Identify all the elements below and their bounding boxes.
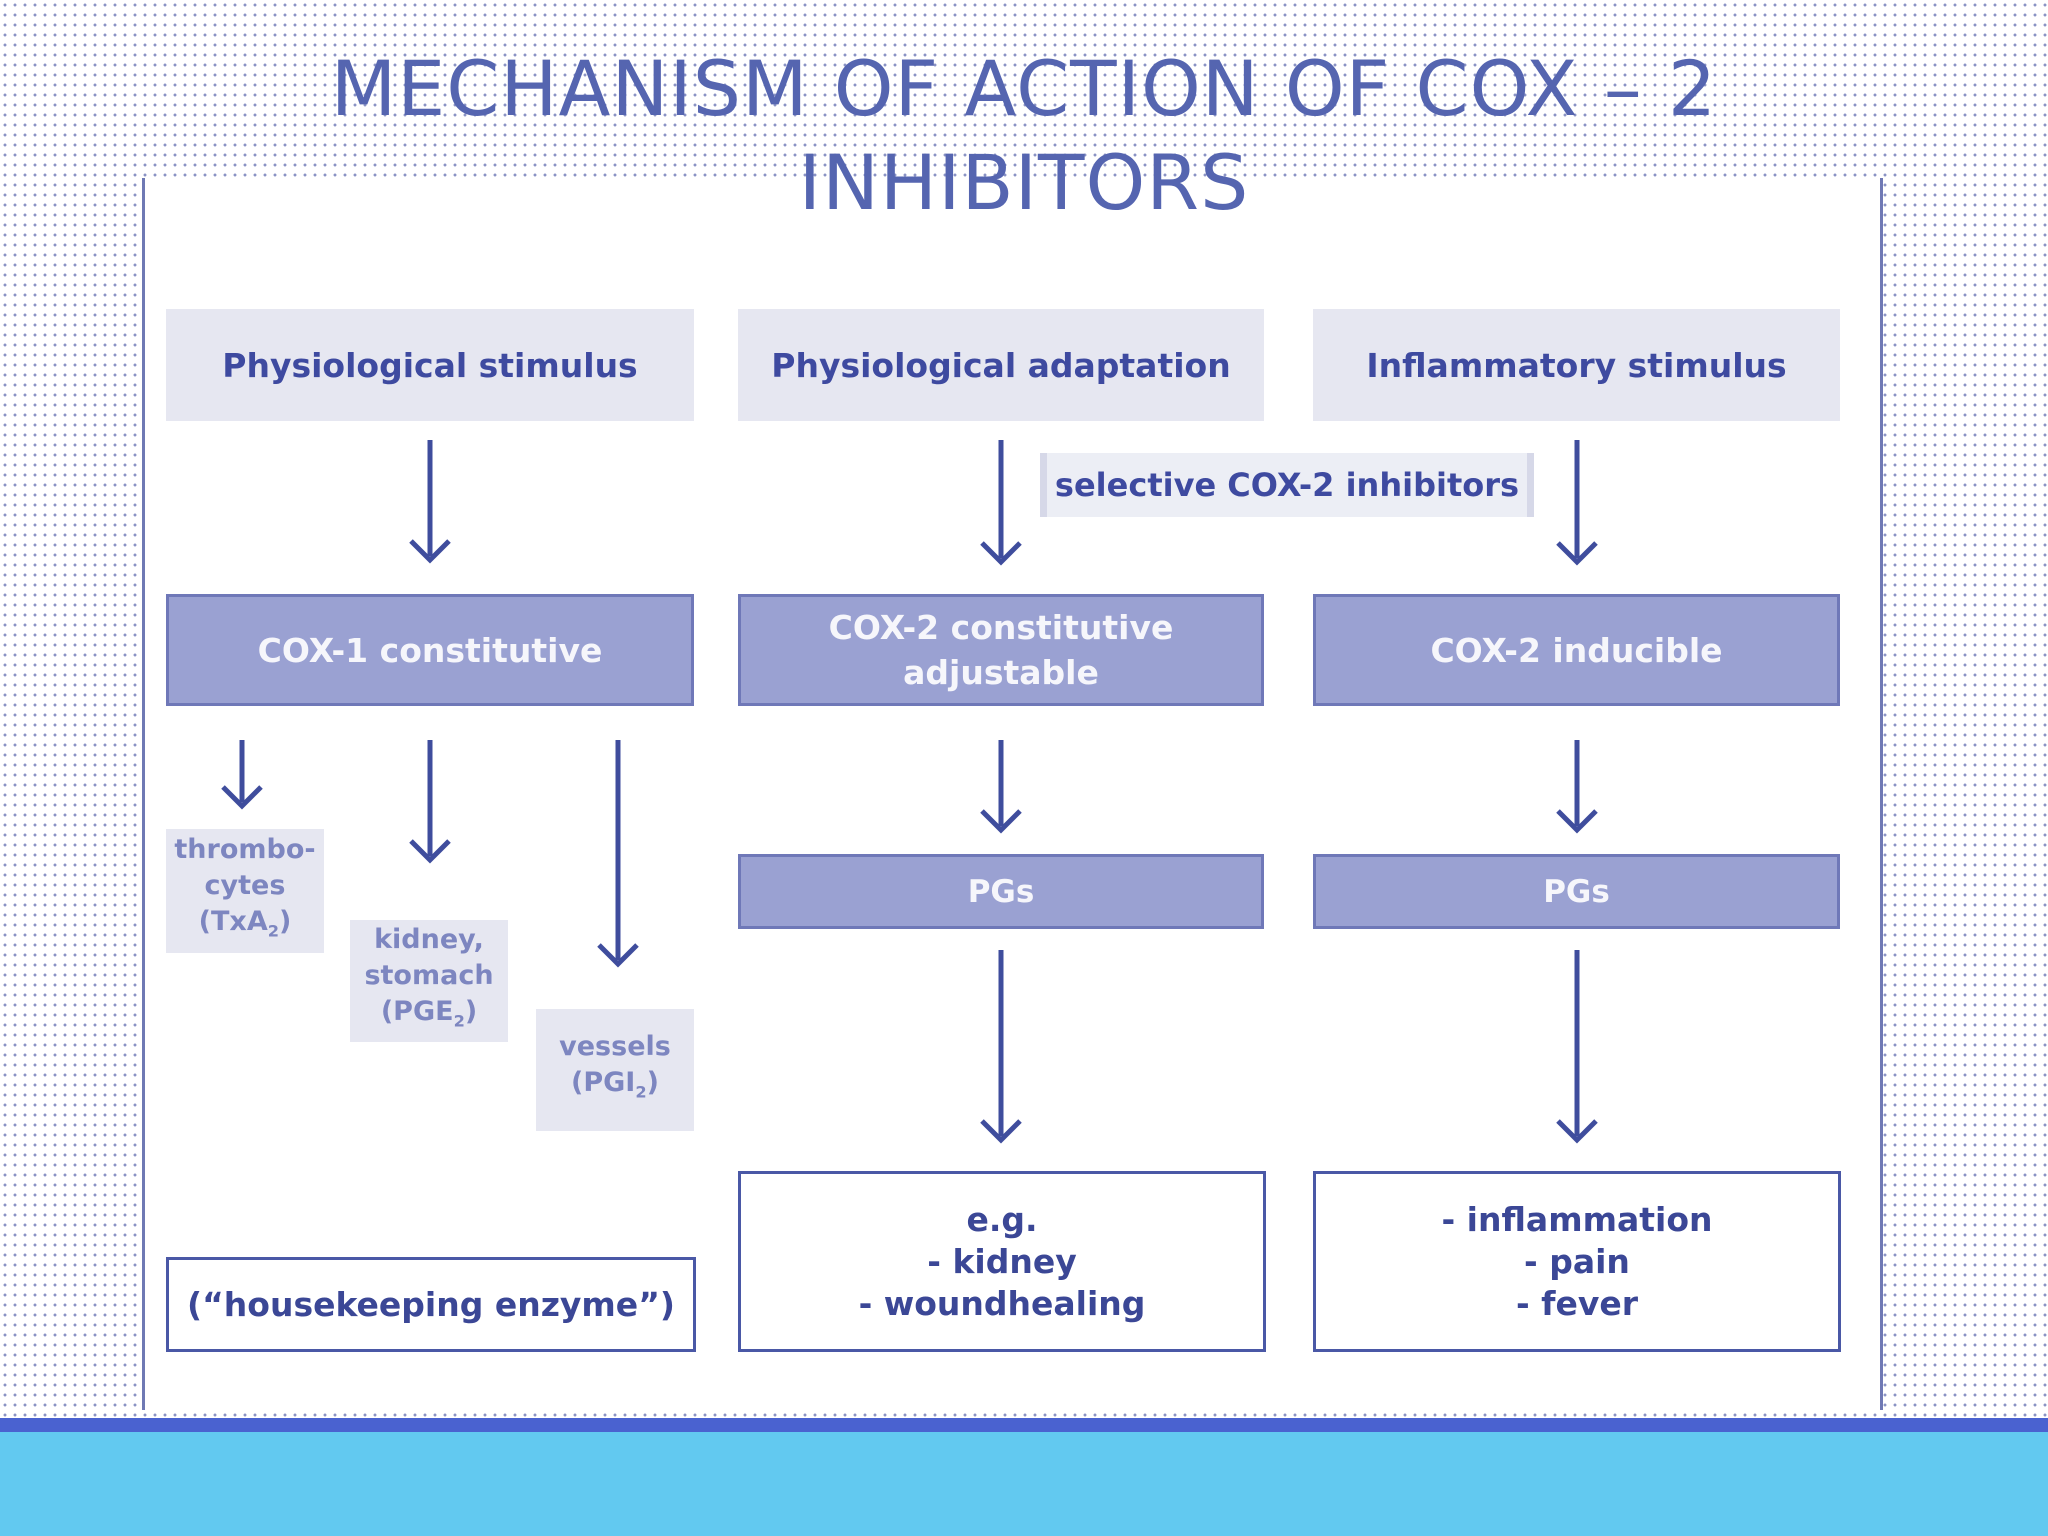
target-vessels-pgi: (PGI: [571, 1067, 636, 1099]
enzyme-cox2-constitutive: COX-2 constitutive adjustable: [738, 594, 1264, 706]
target-kidney-pge: (PGE: [380, 996, 454, 1028]
target-thrombocytes-close: ): [279, 906, 292, 938]
selective-cox2-inhibitors-text: selective COX-2 inhibitors: [1054, 466, 1520, 504]
arrow-cox2inducible-to-pgs: [1556, 740, 1598, 834]
outcome-adaptation: e.g. - kidney - woundhealing: [738, 1171, 1266, 1352]
slide-title-line-1: MECHANISM OF ACTION OF COX – 2: [330, 44, 1718, 133]
arrow-cox2const-to-pgs: [980, 740, 1022, 834]
outcome-adaptation-line-2: - kidney: [927, 1241, 1077, 1281]
enzyme-cox2-constitutive-line-1: COX-2 constitutive: [828, 608, 1174, 647]
footer-bar-light: [0, 1432, 2048, 1536]
pgs-adaptation-label: PGs: [967, 873, 1035, 910]
outcome-inflammatory: - inflammation - pain - fever: [1313, 1171, 1841, 1352]
enzyme-cox2-inducible-label: COX-2 inducible: [1430, 630, 1723, 670]
outcome-inflammatory-line-3: - fever: [1515, 1283, 1639, 1323]
header-physiological-stimulus-label: Physiological stimulus: [222, 345, 638, 385]
target-vessels-line-1: vessels: [559, 1031, 671, 1063]
enzyme-cox2-constitutive-line-2: adjustable: [903, 653, 1099, 692]
enzyme-cox1-label: COX-1 constitutive: [257, 630, 603, 670]
target-kidney-stomach: kidney, stomach (PGE2): [350, 920, 508, 1042]
target-vessels: vessels (PGI2): [536, 1009, 694, 1131]
header-inflammatory-stimulus-label: Inflammatory stimulus: [1366, 345, 1787, 385]
target-thrombocytes-line-1: thrombo-: [174, 834, 316, 866]
target-kidney-line-3: (PGE2): [381, 994, 477, 1039]
header-inflammatory-stimulus: Inflammatory stimulus: [1313, 309, 1840, 421]
outcome-inflammatory-line-2: - pain: [1524, 1241, 1630, 1281]
outcome-housekeeping-label: (“housekeeping enzyme”): [187, 1284, 675, 1324]
enzyme-cox1-constitutive: COX-1 constitutive: [166, 594, 694, 706]
target-thrombocytes-sub: 2: [267, 921, 279, 941]
outcome-inflammatory-line-1: - inflammation: [1441, 1199, 1713, 1239]
arrow-cox1-to-vessels: [597, 740, 639, 968]
enzyme-cox2-inducible: COX-2 inducible: [1313, 594, 1840, 706]
pgs-box-inflammatory: PGs: [1313, 854, 1840, 929]
target-vessels-line-2: (PGI2): [571, 1065, 659, 1110]
selective-cox2-inhibitors-label: selective COX-2 inhibitors: [1040, 453, 1534, 517]
target-vessels-close: ): [646, 1067, 659, 1099]
arrow-cox1-to-kidney: [409, 740, 451, 864]
footer-bar-dark: [0, 1418, 2048, 1432]
target-thrombocytes-line-2: cytes: [204, 870, 286, 902]
slide-title: MECHANISM OF ACTION OF COX – 2 INHIBITOR…: [0, 42, 2048, 230]
header-physiological-adaptation: Physiological adaptation: [738, 309, 1264, 421]
target-kidney-line-1: kidney,: [374, 924, 484, 956]
arrow-adaptation-to-cox2: [980, 440, 1022, 566]
arrow-stimulus-to-cox1: [409, 440, 451, 564]
target-kidney-sub: 2: [453, 1011, 465, 1031]
target-thrombocytes: thrombo- cytes (TxA2): [166, 829, 324, 953]
target-kidney-close: ): [464, 996, 478, 1028]
pgs-inflammatory-label: PGs: [1543, 873, 1610, 910]
outcome-adaptation-line-3: - woundhealing: [858, 1283, 1146, 1323]
pgs-box-adaptation: PGs: [738, 854, 1264, 929]
slide-title-line-2: INHIBITORS: [798, 138, 1250, 227]
target-thrombocytes-txa: (TxA: [198, 906, 268, 938]
arrow-inflammatory-to-cox2: [1556, 440, 1598, 566]
arrow-cox1-to-thrombocytes: [221, 740, 263, 810]
outcome-housekeeping-enzyme: (“housekeeping enzyme”): [166, 1257, 696, 1352]
arrow-pgs-to-adaptation-outcome: [980, 950, 1022, 1144]
target-kidney-line-2: stomach: [364, 960, 494, 992]
header-physiological-adaptation-label: Physiological adaptation: [771, 345, 1231, 385]
header-physiological-stimulus: Physiological stimulus: [166, 309, 694, 421]
target-thrombocytes-line-3: (TxA2): [199, 904, 292, 949]
arrow-pgs-to-inflammatory-outcome: [1556, 950, 1598, 1144]
outcome-adaptation-line-1: e.g.: [966, 1199, 1038, 1239]
target-vessels-sub: 2: [635, 1082, 647, 1102]
